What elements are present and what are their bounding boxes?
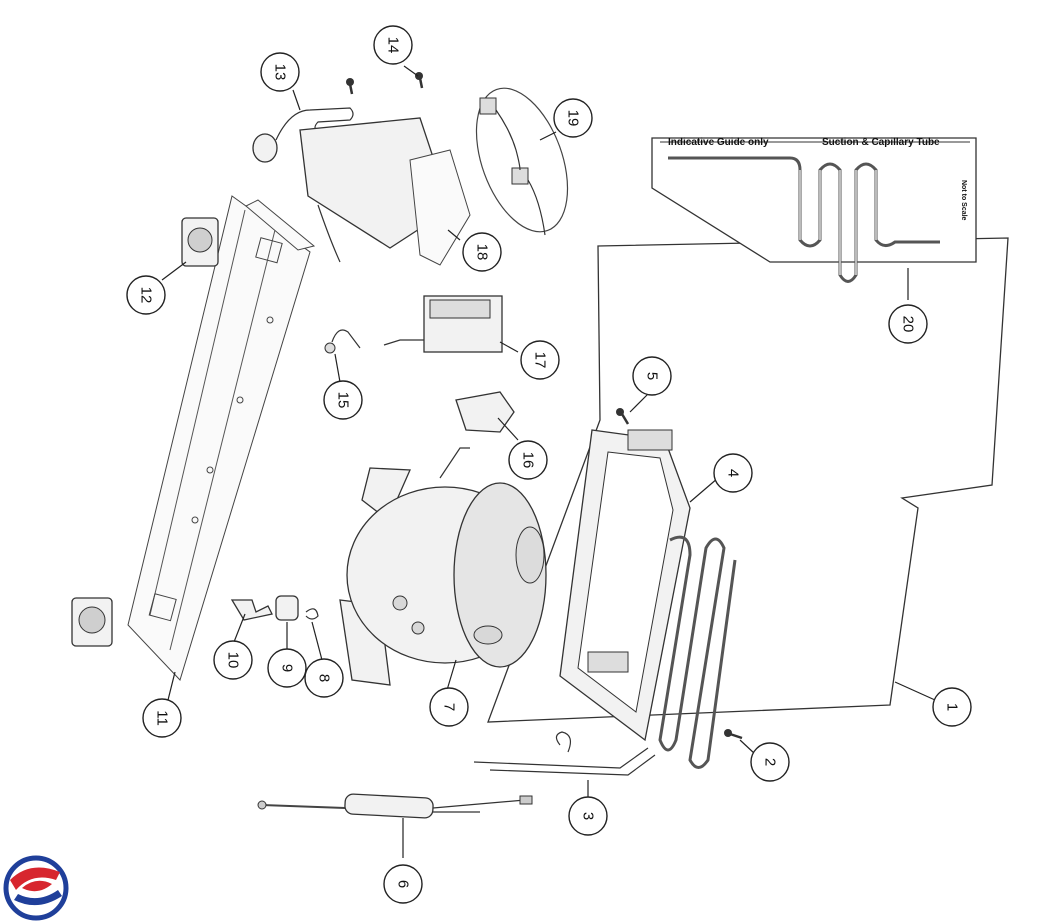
control-module	[299, 117, 471, 266]
callout-1: 1	[932, 687, 972, 727]
connecting-tube	[473, 731, 656, 776]
brand-logo	[3, 855, 69, 921]
svg-text:13: 13	[272, 64, 289, 81]
callout-6: 6	[383, 864, 423, 904]
callout-7: 7	[429, 687, 469, 727]
tube-guide-card: Indicative Guide only Suction & Capillar…	[651, 137, 977, 283]
callout-19: 19	[553, 98, 593, 138]
compressor	[339, 447, 547, 686]
callout-15: 15	[323, 380, 363, 420]
callout-14: 14	[373, 25, 413, 65]
guide-left-label: Indicative Guide only	[668, 137, 769, 148]
callout-11: 11	[142, 698, 182, 738]
callout-2: 2	[750, 742, 790, 782]
svg-text:9: 9	[279, 664, 296, 672]
condenser-coil	[658, 535, 737, 769]
clip	[305, 608, 319, 620]
filter-drier	[257, 793, 533, 819]
guide-side-note: Not to Scale	[960, 180, 967, 221]
callout-9: 9	[267, 648, 307, 688]
callout-8: 8	[304, 658, 344, 698]
earth-lead	[324, 329, 361, 354]
svg-text:10: 10	[225, 652, 242, 669]
callout-4: 4	[713, 453, 753, 493]
relay-unit	[383, 295, 503, 353]
svg-text:18: 18	[474, 244, 491, 261]
svg-text:17: 17	[532, 352, 549, 369]
callout-16: 16	[508, 440, 548, 480]
leader-lines	[161, 65, 936, 858]
callout-5: 5	[632, 356, 672, 396]
foot-unit-top	[181, 217, 219, 267]
callout-3: 3	[568, 796, 608, 836]
screw-part-5	[616, 408, 630, 425]
base-plate	[127, 195, 316, 681]
svg-text:11: 11	[154, 710, 171, 726]
svg-text:7: 7	[441, 703, 458, 711]
svg-text:16: 16	[520, 452, 537, 469]
stud-bolt	[230, 599, 273, 621]
svg-text:15: 15	[335, 392, 352, 409]
svg-text:6: 6	[395, 880, 412, 888]
svg-text:4: 4	[725, 469, 742, 477]
callout-13: 13	[260, 52, 300, 92]
overload-protector	[455, 391, 515, 433]
svg-text:14: 14	[385, 37, 402, 54]
callout-18: 18	[462, 232, 502, 272]
screw-part-2	[724, 729, 743, 740]
connector-harness	[475, 87, 569, 236]
callout-20: 20	[888, 304, 928, 344]
foot-unit-bottom	[71, 597, 113, 647]
sleeve	[275, 595, 299, 621]
callout-10: 10	[213, 640, 253, 680]
condenser-frame	[559, 429, 691, 742]
svg-text:20: 20	[900, 316, 917, 333]
svg-text:8: 8	[316, 674, 333, 682]
svg-text:5: 5	[644, 372, 661, 380]
svg-text:19: 19	[565, 110, 582, 127]
callout-12: 12	[126, 275, 166, 315]
svg-text:2: 2	[762, 758, 779, 766]
screw-part-14	[346, 72, 424, 95]
svg-text:3: 3	[580, 812, 597, 820]
svg-text:1: 1	[944, 703, 961, 711]
callout-17: 17	[520, 340, 560, 380]
svg-text:12: 12	[138, 287, 155, 304]
guide-right-label: Suction & Capillary Tube	[822, 137, 940, 148]
